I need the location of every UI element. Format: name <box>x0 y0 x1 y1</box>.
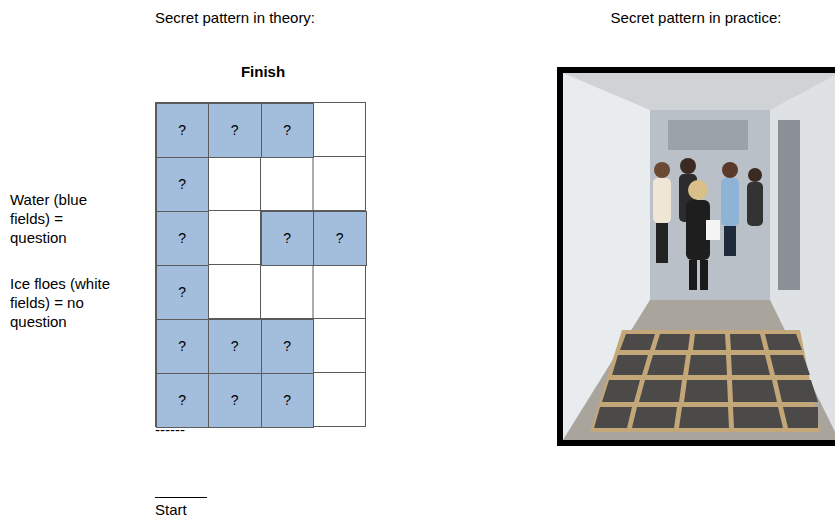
question-field: ? <box>261 211 315 266</box>
question-field: ? <box>208 103 262 158</box>
dashed-line: ------ <box>155 420 185 439</box>
finish-label: Finish <box>241 62 285 81</box>
start-label: Start <box>155 500 187 519</box>
question-mark: ? <box>178 338 186 354</box>
legend-note: Water (blue fields) = question <box>10 190 114 247</box>
heading: Secret pattern in practice: <box>611 8 782 27</box>
question-mark: ? <box>178 176 186 192</box>
corridor-photo <box>557 67 835 446</box>
question-mark: ? <box>178 392 186 408</box>
legend-note: Ice floes (white fields) = no question <box>10 274 114 331</box>
question-mark: ? <box>283 392 291 408</box>
question-field: ? <box>156 103 210 158</box>
heading: Secret pattern in theory: <box>155 8 315 27</box>
question-field: ? <box>156 319 210 374</box>
question-mark: ? <box>178 284 186 300</box>
question-mark: ? <box>231 122 239 138</box>
question-mark: ? <box>231 338 239 354</box>
question-mark: ? <box>336 230 344 246</box>
question-mark: ? <box>283 338 291 354</box>
question-field: ? <box>208 319 262 374</box>
start-line <box>155 497 207 498</box>
question-field: ? <box>156 157 210 212</box>
question-mark: ? <box>178 230 186 246</box>
question-field: ? <box>261 103 315 158</box>
question-mark: ? <box>178 122 186 138</box>
question-mark: ? <box>283 230 291 246</box>
question-field: ? <box>156 265 210 320</box>
question-mark: ? <box>283 122 291 138</box>
question-field: ? <box>313 211 367 266</box>
grid <box>156 103 366 427</box>
question-field: ? <box>156 211 210 266</box>
question-field: ? <box>208 373 262 428</box>
question-mark: ? <box>231 392 239 408</box>
question-field: ? <box>156 373 210 428</box>
question-field: ? <box>261 373 315 428</box>
question-field: ? <box>261 319 315 374</box>
